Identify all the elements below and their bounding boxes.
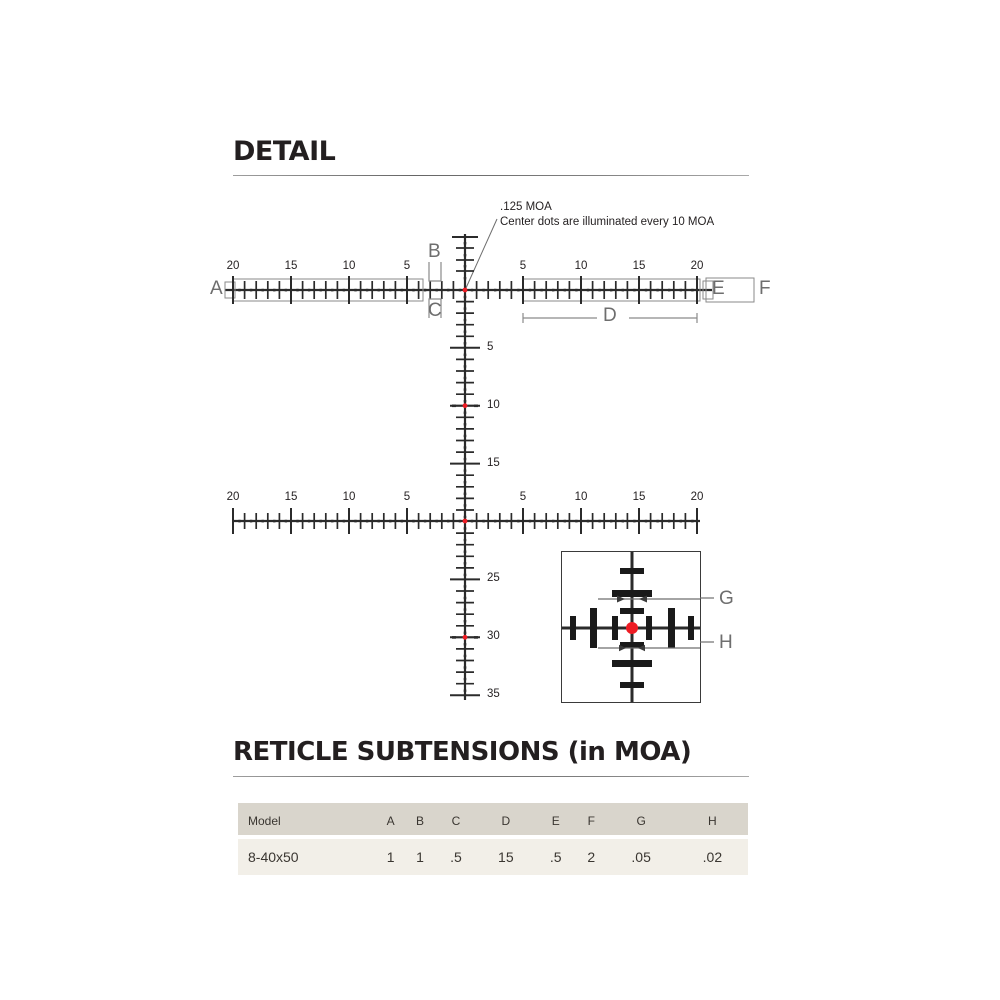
upper-scale-label-left-20: 20 <box>226 260 240 272</box>
lower-scale-label-left-10: 10 <box>342 491 356 503</box>
annotation-line-illumination: Center dots are illuminated every 10 MOA <box>500 216 715 228</box>
illumination-dot-20moa <box>462 518 468 524</box>
lower-scale-label-right-10: 10 <box>574 491 588 503</box>
callout-label-c: C <box>428 300 442 321</box>
cell-f: 2 <box>577 839 606 875</box>
table-body: 8-40x50 1 1 .5 15 .5 2 .05 .02 <box>238 839 748 875</box>
subtensions-section-title: RETICLE SUBTENSIONS (in MOA) <box>233 737 692 767</box>
vertical-scale <box>450 234 480 700</box>
upper-scale-label-right-10: 10 <box>574 260 588 272</box>
subtensions-section-divider <box>233 776 749 777</box>
lower-horizontal-scale <box>232 508 700 534</box>
lower-scale-label-left-5: 5 <box>403 491 411 503</box>
inset-reticle-drawing <box>562 552 700 702</box>
column-header-h: H <box>676 803 748 839</box>
table-row: 8-40x50 1 1 .5 15 .5 2 .05 .02 <box>238 839 748 875</box>
column-header-b: B <box>405 803 435 839</box>
callout-label-e: E <box>712 278 725 299</box>
column-header-e: E <box>534 803 578 839</box>
detail-section-title: DETAIL <box>233 136 336 167</box>
upper-scale-label-left-5: 5 <box>403 260 411 272</box>
cell-h: .02 <box>676 839 748 875</box>
vertical-scale-label-5: 5 <box>487 341 494 353</box>
table-header: Model A B C D E F G H <box>238 803 748 839</box>
upper-scale-label-left-10: 10 <box>342 260 356 272</box>
upper-scale-label-left-15: 15 <box>284 260 298 272</box>
detail-section-divider <box>233 175 749 176</box>
cell-a: 1 <box>376 839 406 875</box>
column-header-g: G <box>605 803 677 839</box>
callout-label-h: H <box>719 632 733 653</box>
reticle-subtensions-table: Model A B C D E F G H 8-40x50 1 1 .5 15 … <box>238 803 748 875</box>
vertical-scale-label-15: 15 <box>487 457 500 469</box>
cell-d: 15 <box>477 839 535 875</box>
column-header-a: A <box>376 803 406 839</box>
column-header-c: C <box>434 803 478 839</box>
illumination-dot-30moa <box>462 634 468 640</box>
vertical-scale-label-10: 10 <box>487 399 500 411</box>
cell-e: .5 <box>534 839 578 875</box>
vertical-scale-label-25: 25 <box>487 572 500 584</box>
cell-b: 1 <box>405 839 435 875</box>
lower-scale-label-left-15: 15 <box>284 491 298 503</box>
upper-scale-label-right-15: 15 <box>632 260 646 272</box>
cell-g: .05 <box>605 839 677 875</box>
vertical-scale-label-35: 35 <box>487 688 500 700</box>
reticle-center-inset <box>561 551 701 703</box>
reticle-annotation: .125 MOA Center dots are illuminated eve… <box>500 200 714 230</box>
upper-horizontal-scale <box>224 262 755 323</box>
lower-scale-label-right-5: 5 <box>519 491 527 503</box>
vertical-scale-label-30: 30 <box>487 630 500 642</box>
column-header-model: Model <box>238 803 376 839</box>
callout-label-a: A <box>210 278 223 299</box>
callout-label-f: F <box>759 278 771 299</box>
column-header-d: D <box>477 803 535 839</box>
lower-scale-label-right-20: 20 <box>690 491 704 503</box>
upper-scale-label-right-20: 20 <box>690 260 704 272</box>
lower-scale-label-left-20: 20 <box>226 491 240 503</box>
upper-scale-label-right-5: 5 <box>519 260 527 272</box>
callout-label-d: D <box>603 305 617 326</box>
annotation-line-subtension: .125 MOA <box>500 201 552 213</box>
callout-label-b: B <box>428 241 441 262</box>
annotation-leader-line <box>465 218 498 289</box>
cell-c: .5 <box>434 839 478 875</box>
column-header-f: F <box>577 803 606 839</box>
illumination-dot-10moa <box>462 403 468 409</box>
callout-label-g: G <box>719 588 734 609</box>
cell-model: 8-40x50 <box>238 839 376 875</box>
center-illumination-dot <box>462 287 468 293</box>
table-header-row: Model A B C D E F G H <box>238 803 748 839</box>
lower-scale-label-right-15: 15 <box>632 491 646 503</box>
